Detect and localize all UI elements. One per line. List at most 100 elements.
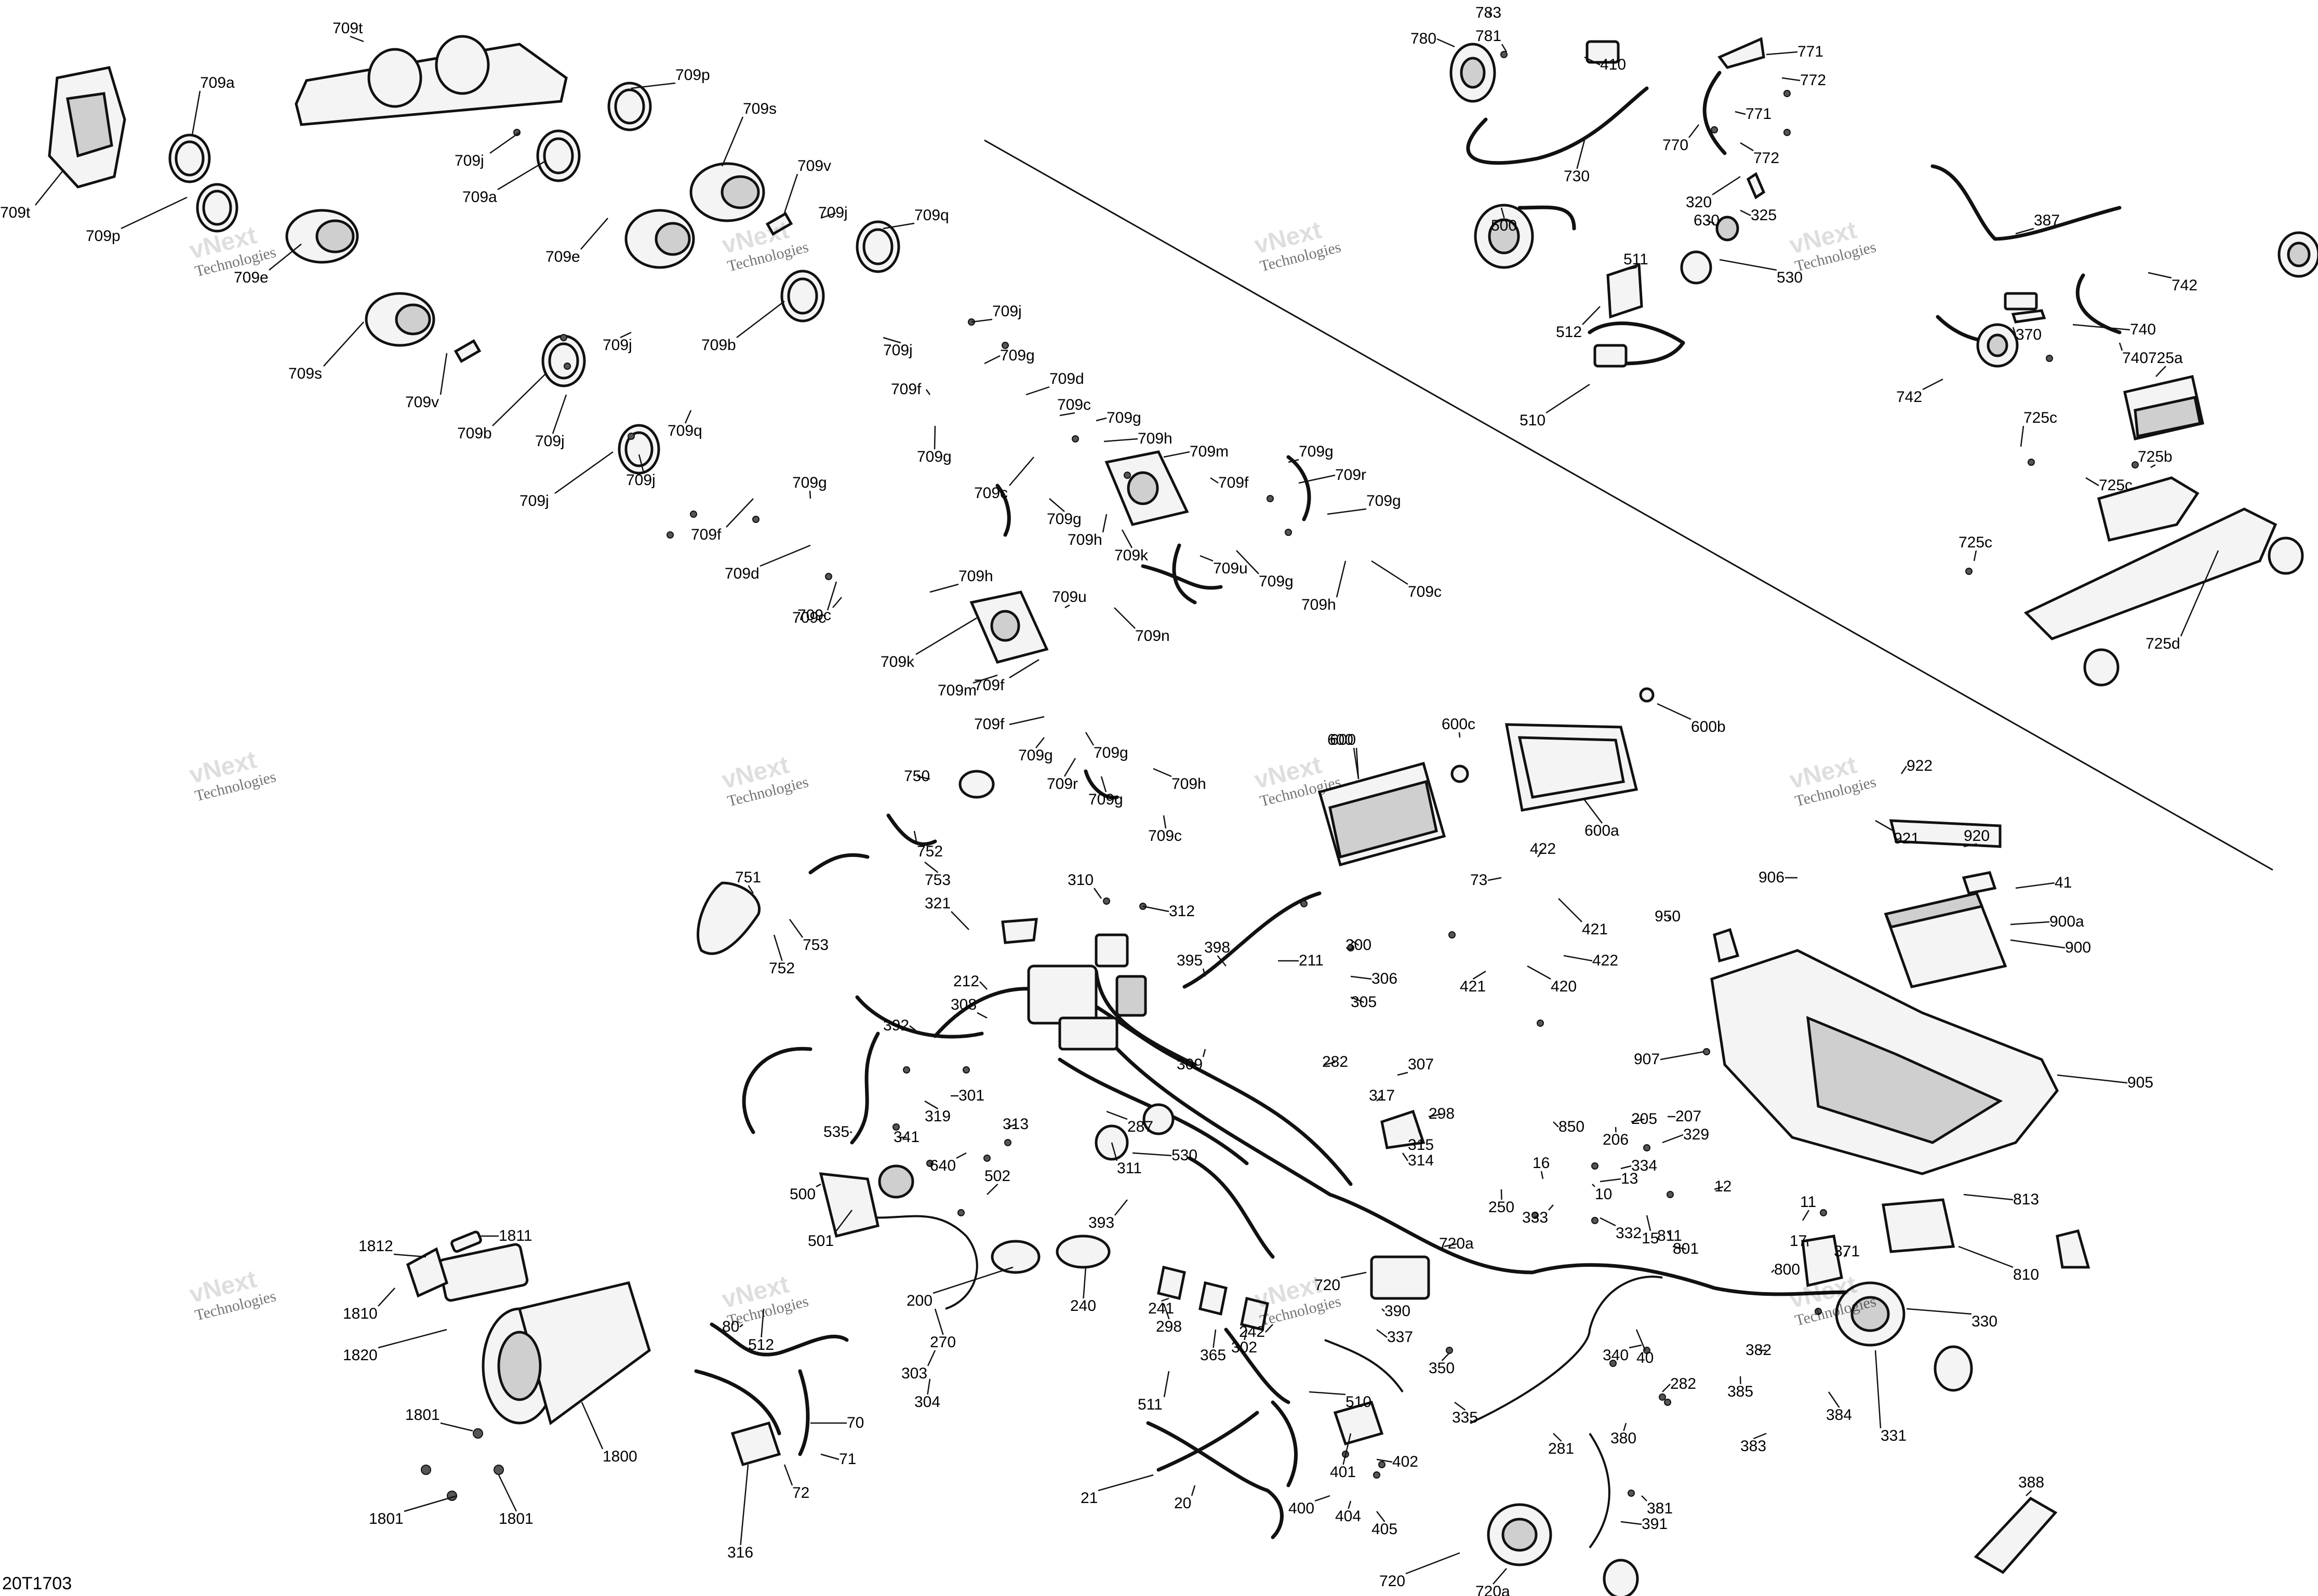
callout-label: 709r [1335,466,1367,484]
callout-label: 321 [925,895,951,912]
callout-label: 212 [953,973,980,990]
callout-label: 709g [1018,747,1053,764]
leader-line [1635,1329,1646,1351]
headlight-assembly-group [48,35,1311,800]
headlight-bezel [295,43,568,126]
leader-line [1441,1352,1450,1361]
leader-line [971,318,993,323]
callout-label: 709g [1259,573,1294,590]
callout-label: 72 [792,1484,810,1501]
leader-line [748,885,754,894]
leader-line [1688,124,1699,138]
leader-line [580,218,608,250]
callout-label: 371 [1834,1243,1860,1260]
callout-label: 709g [1299,443,1334,460]
callout-label: 404 [1335,1508,1362,1525]
leader-line [1874,1350,1882,1429]
winch-group [406,770,1384,1539]
callout-label: 709c [1057,396,1091,413]
leader-line [1600,1178,1621,1183]
section-divider [984,139,2273,871]
leader-line [773,934,783,961]
callout-label: 709g [792,474,827,491]
leader-line [1063,758,1076,777]
leader-line [1735,111,1746,115]
callout-label: 15 [1642,1230,1659,1247]
callout-label: 922 [1907,757,1933,774]
callout-label: 350 [1429,1360,1455,1377]
callout-label: 780 [1410,30,1437,47]
leader-line [323,321,364,367]
leader-line [1376,1458,1393,1463]
leader-line [915,617,977,655]
callout-label: 337 [1387,1329,1414,1346]
callout-label: 725d [2146,635,2180,652]
leader-line [1405,1552,1460,1575]
leader-line [350,35,364,43]
leader-line [956,1152,967,1159]
leader-line [2010,939,2066,949]
callout-label: 771 [1797,43,1824,60]
leader-line [927,1378,931,1395]
leader-line [721,116,744,167]
callout-label: 709b [457,425,492,442]
callout-label: 709a [200,74,235,91]
callout-label: 742 [2172,277,2198,294]
callout-label: 709k [1114,547,1149,564]
leader-line [736,301,785,338]
leader-line [1527,965,1551,980]
leader-line [620,331,632,339]
leader-line [924,862,939,873]
leader-line [1458,732,1461,738]
leader-line [1740,209,1751,217]
callout-label: 304 [914,1393,941,1411]
leader-line [378,1287,395,1307]
callout-label: 398 [1204,939,1231,956]
callout-label: 800 [1774,1261,1801,1278]
callout-label: 709j [603,337,632,354]
callout-label: 329 [1683,1126,1710,1143]
callout-label: 709q [668,422,702,439]
leader-line [1582,306,1601,325]
leader-line [1487,877,1502,881]
callout-label: 709u [1052,588,1087,606]
leader-line [1353,747,1360,780]
callout-label: 900a [2049,913,2084,930]
callout-label: 753 [925,871,951,889]
leader-line [1340,1271,1367,1279]
leader-line [1163,1303,1170,1320]
callout-label: 242 [1239,1323,1265,1340]
callout-label: 511 [1623,251,1648,268]
leader-line [1103,438,1138,442]
callout-label: 709d [725,565,760,582]
callout-label: 380 [1610,1430,1637,1447]
callout-label: 742 [1896,388,1923,406]
leader-line [1740,142,1754,152]
callout-label: 813 [2013,1191,2040,1208]
callout-label: 319 [925,1108,951,1125]
callout-label: 402 [1392,1453,1419,1470]
leader-line [1202,968,1206,977]
callout-label: 510 [1520,412,1546,429]
callout-label: 303 [901,1365,928,1382]
leader-line [883,222,915,230]
leader-line [1114,607,1136,629]
leader-line [1623,1423,1627,1431]
leader-line [832,597,842,608]
callout-label: 709f [974,716,1005,733]
callout-label: 21 [1081,1490,1098,1507]
leader-line [393,1253,427,1258]
callout-label: 80 [722,1318,740,1335]
callout-label: 752 [917,843,943,860]
callout-label: 709d [1049,370,1084,387]
callout-label: 709a [462,189,497,206]
callout-label: 1801 [405,1406,440,1424]
callout-label: 270 [930,1334,956,1351]
callout-label: 709j [818,204,848,221]
callout-label: 720a [1475,1583,1510,1596]
leader-line [378,1329,447,1349]
leader-line [1350,996,1364,1003]
leader-line [1488,12,1491,16]
leader-line [783,173,798,213]
callout-label: 709c [1148,827,1182,844]
